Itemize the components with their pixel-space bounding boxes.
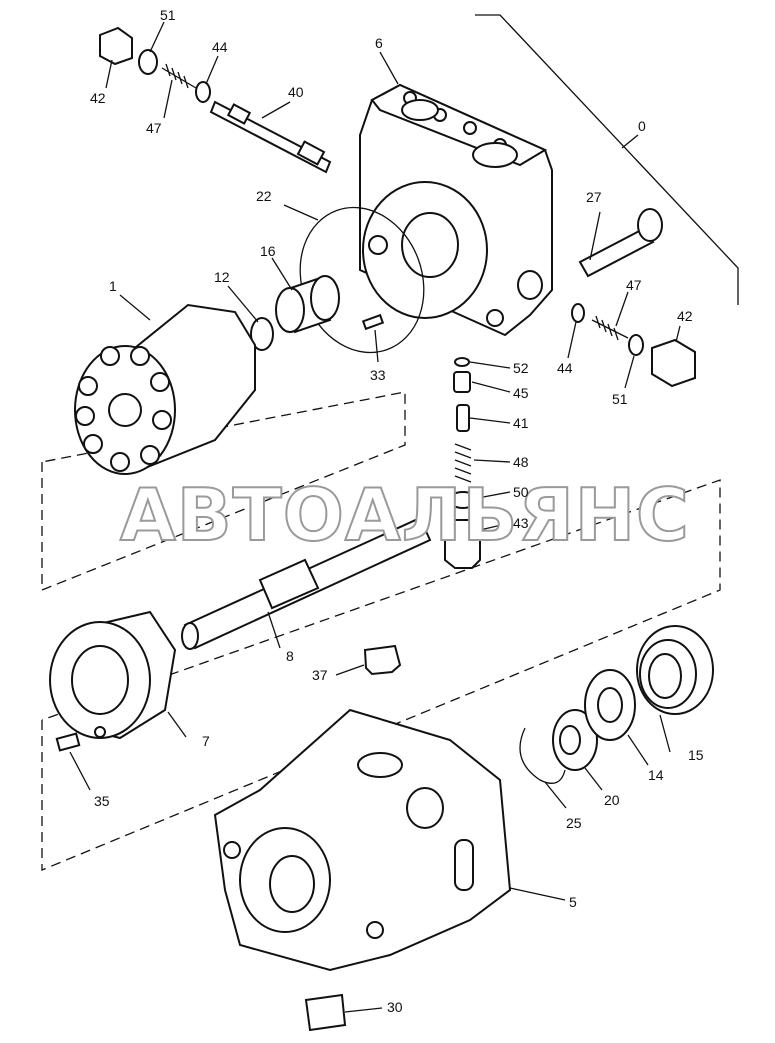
- callout-40: 40: [288, 84, 304, 100]
- washer-44-right: [571, 303, 585, 323]
- plug-42-right: [651, 338, 696, 388]
- callout-43: 43: [513, 515, 529, 531]
- callout-14: 14: [648, 767, 664, 783]
- cylinder-block-1: [74, 303, 256, 475]
- callout-15: 15: [688, 747, 704, 763]
- callout-42-top: 42: [90, 90, 106, 106]
- callout-7: 7: [202, 733, 210, 749]
- seal-ring-51-right: [628, 334, 644, 356]
- callout-12: 12: [214, 269, 230, 285]
- spring-48: [454, 443, 472, 483]
- plug-37: [363, 644, 402, 676]
- callout-8: 8: [286, 648, 294, 664]
- bolt-27: [578, 208, 663, 278]
- callout-33: 33: [370, 367, 386, 383]
- callout-27: 27: [586, 189, 602, 205]
- spring-47-right: [591, 315, 629, 341]
- valve-spool-40: [209, 100, 332, 174]
- leader-lines: [69, 21, 681, 1013]
- pump-housing-5: [213, 708, 512, 972]
- callout-51-top: 51: [160, 7, 176, 23]
- callout-20: 20: [604, 792, 620, 808]
- callout-52: 52: [513, 360, 529, 376]
- callout-47-right: 47: [626, 277, 642, 293]
- retaining-ring-25: [519, 727, 566, 784]
- callout-labels: 0 1 5 6 7 8 12 14 15 16 20 22 25 27 30 3…: [90, 7, 704, 1015]
- port-plate-housing: [359, 83, 553, 337]
- callout-47-top: 47: [146, 120, 162, 136]
- ring-12: [250, 317, 274, 351]
- ring-52: [454, 357, 470, 367]
- callout-25: 25: [566, 815, 582, 831]
- sleeve-45: [453, 371, 471, 393]
- callout-16: 16: [260, 243, 276, 259]
- plug-30: [304, 993, 347, 1032]
- callout-1: 1: [109, 278, 117, 294]
- pin-35: [55, 732, 81, 752]
- callout-48: 48: [513, 454, 529, 470]
- callout-41: 41: [513, 415, 529, 431]
- callout-37: 37: [312, 667, 328, 683]
- callout-50: 50: [513, 484, 529, 500]
- shim-14: [584, 669, 636, 741]
- bearing-15: [636, 625, 714, 715]
- callout-42-right: 42: [677, 308, 693, 324]
- callout-44-top: 44: [212, 39, 228, 55]
- plug-42-top: [99, 26, 158, 75]
- spacer-20: [552, 709, 598, 771]
- group-bracket: [475, 14, 739, 305]
- seal-ring-50: [448, 491, 478, 509]
- callout-45: 45: [513, 385, 529, 401]
- drive-shaft-8: [181, 516, 432, 650]
- spring-47-top: [161, 63, 197, 89]
- callout-44-right: 44: [557, 360, 573, 376]
- callout-35: 35: [94, 793, 110, 809]
- check-valve-stack: [444, 357, 481, 569]
- bearing-16: [275, 275, 340, 334]
- pin-33: [361, 313, 385, 331]
- callout-6: 6: [375, 35, 383, 51]
- assembly-guide-lines: [41, 391, 721, 871]
- callout-5: 5: [569, 894, 577, 910]
- swash-ring-7: [49, 610, 177, 740]
- plug-43: [444, 519, 481, 569]
- washer-44-top: [195, 81, 211, 103]
- watermark: АВТОАЛЬЯНС: [120, 473, 690, 557]
- poppet-41: [456, 404, 470, 432]
- callout-51-right: 51: [612, 391, 628, 407]
- callout-30: 30: [387, 999, 403, 1015]
- callout-0: 0: [638, 118, 646, 134]
- callout-22: 22: [256, 188, 272, 204]
